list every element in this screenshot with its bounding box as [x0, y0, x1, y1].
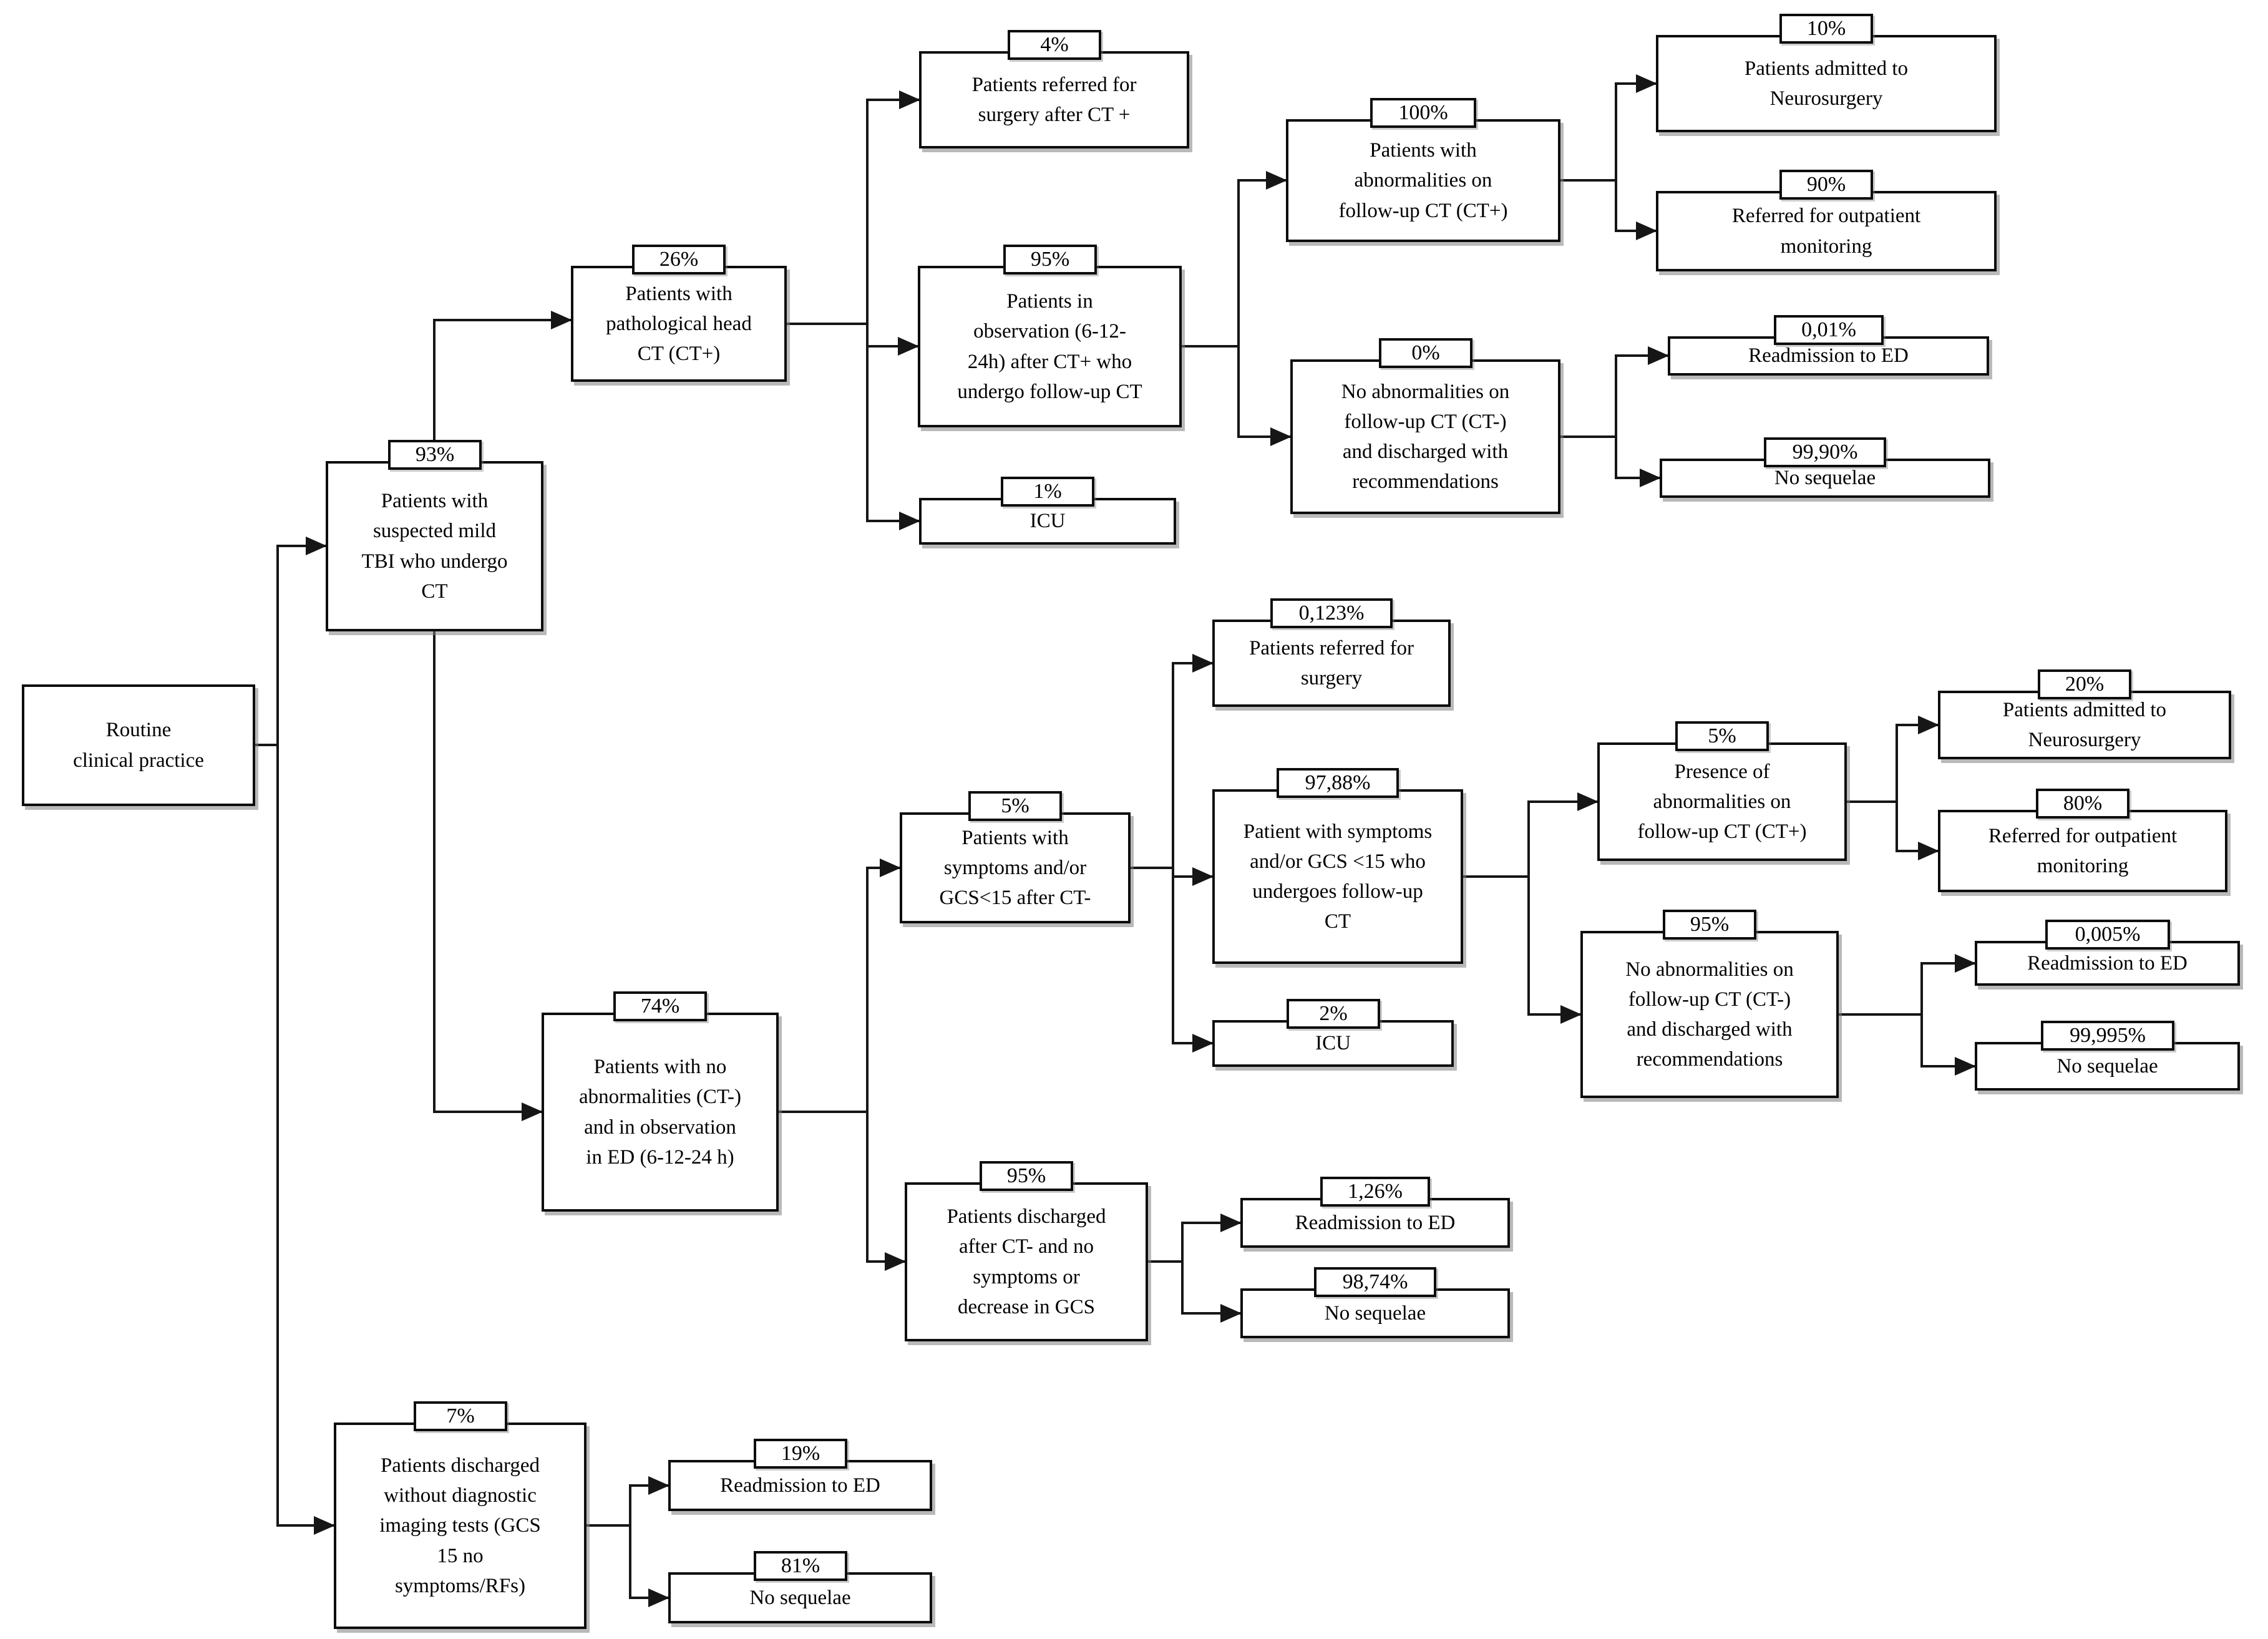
node-patient-with-symptoms-and-or-gcs-15-who-: Patient with symptoms and/or GCS <15 who… — [1212, 789, 1463, 964]
node-patients-with-abnormalities-on-follow-up: Patients with abnormalities on follow-up… — [1286, 119, 1560, 242]
node-patients-referred-for-surgery-after-ct: Patients referred for surgery after CT + — [919, 51, 1189, 148]
percent-badge-n95noabn: 95% — [1663, 910, 1756, 940]
percent-badge-n0: 0% — [1379, 338, 1472, 368]
percent-badge-n1icu: 1% — [1001, 477, 1094, 507]
node-patients-with-no-abnormalities-ct-and-in: Patients with no abnormalities (CT-) and… — [542, 1013, 779, 1212]
node-routine-clinical-practice: Routine clinical practice — [22, 684, 255, 806]
percent-badge-n90: 90% — [1779, 170, 1873, 200]
percent-badge-n7: 7% — [414, 1401, 507, 1431]
node-patients-admitted-to-neurosurgery: Patients admitted to Neurosurgery — [1938, 691, 2231, 759]
percent-badge-n93: 93% — [388, 440, 482, 470]
connector-n74-n5sym — [779, 858, 901, 1113]
percent-badge-n126: 1,26% — [1320, 1177, 1430, 1207]
percent-badge-n5sym: 5% — [968, 791, 1062, 821]
node-referred-for-outpatient-monitoring: Referred for outpatient monitoring — [1938, 810, 2227, 892]
node-patients-referred-for-surgery: Patients referred for surgery — [1212, 620, 1451, 707]
connector-n95obs-n0 — [1182, 345, 1292, 446]
percent-badge-n001: 0,01% — [1774, 315, 1884, 345]
percent-badge-n4: 4% — [1008, 30, 1101, 60]
connector-n7-n19 — [586, 1476, 669, 1527]
connector-n93-n26 — [433, 311, 572, 441]
connector-root-n7 — [255, 744, 335, 1535]
percent-badge-n99995: 99,995% — [2041, 1021, 2174, 1051]
percent-badge-n80: 80% — [2036, 789, 2129, 819]
percent-badge-n9874: 98,74% — [1314, 1267, 1436, 1297]
connector-n74-n95dis — [779, 1111, 906, 1271]
percent-badge-n19: 19% — [754, 1439, 847, 1469]
connector-n0-n9990 — [1560, 435, 1661, 487]
percent-badge-n81: 81% — [754, 1551, 847, 1581]
node-patients-discharged-without-diagnostic-i: Patients discharged without diagnostic i… — [334, 1423, 586, 1629]
percent-badge-n9990: 99,90% — [1764, 437, 1886, 467]
percent-badge-n0005: 0,005% — [2045, 920, 2170, 950]
connector-n26-n1icu — [787, 323, 920, 530]
percent-badge-n95obs: 95% — [1003, 245, 1097, 275]
node-referred-for-outpatient-monitoring: Referred for outpatient monitoring — [1656, 191, 1997, 271]
percent-badge-n74: 74% — [613, 991, 707, 1021]
connector-n0-n001 — [1560, 346, 1669, 438]
node-patients-in-observation-6-12-24h-after-c: Patients in observation (6-12- 24h) afte… — [918, 266, 1182, 427]
connector-n7-n81 — [586, 1524, 669, 1607]
connector-n26-n4 — [787, 90, 920, 325]
percent-badge-n5pres: 5% — [1675, 721, 1769, 751]
connector-n93-n74 — [433, 631, 543, 1121]
connector-n95noabn-n99995 — [1839, 1013, 1976, 1076]
connector-n95noabn-n0005 — [1839, 954, 1976, 1016]
percent-badge-n20: 20% — [2038, 669, 2131, 699]
percent-badge-n9788: 97,88% — [1277, 768, 1399, 798]
node-no-abnormalities-on-follow-up-ct-ct-and-: No abnormalities on follow-up CT (CT-) a… — [1580, 931, 1839, 1098]
connector-n5sym-n0123 — [1131, 654, 1214, 869]
connector-n5pres-n80 — [1847, 800, 1939, 860]
connector-n5pres-n20 — [1847, 716, 1939, 803]
node-no-abnormalities-on-follow-up-ct-ct-and-: No abnormalities on follow-up CT (CT-) a… — [1290, 359, 1560, 514]
connector-n95dis-n126 — [1148, 1213, 1242, 1263]
connector-root-n93 — [255, 537, 327, 746]
connector-n9788-n5pres — [1463, 792, 1599, 878]
node-patients-with-suspected-mild-tbi-who-und: Patients with suspected mild TBI who und… — [326, 461, 543, 631]
connector-n100-n10 — [1560, 74, 1657, 182]
percent-badge-n26: 26% — [632, 245, 726, 275]
connector-n5sym-n9788 — [1131, 867, 1214, 886]
percent-badge-n2icu: 2% — [1287, 999, 1380, 1029]
percent-badge-n0123: 0,123% — [1270, 598, 1393, 628]
node-patients-with-pathological-head-ct-ct: Patients with pathological head CT (CT+) — [571, 266, 787, 382]
percent-badge-n100: 100% — [1370, 98, 1476, 128]
node-patients-with-symptoms-and-or-gcs-15-aft: Patients with symptoms and/or GCS<15 aft… — [900, 812, 1131, 923]
node-presence-of-abnormalities-on-follow-up-c: Presence of abnormalities on follow-up C… — [1597, 742, 1847, 861]
connector-n95obs-n100 — [1182, 171, 1287, 348]
node-patients-admitted-to-neurosurgery: Patients admitted to Neurosurgery — [1656, 35, 1997, 132]
connector-n9788-n95noabn — [1463, 875, 1582, 1024]
connector-n95dis-n9874 — [1148, 1260, 1242, 1323]
percent-badge-n10: 10% — [1779, 14, 1873, 44]
connector-n26-n95obs — [787, 323, 919, 356]
connector-n100-n90 — [1560, 179, 1657, 240]
percent-badge-n95dis: 95% — [980, 1161, 1073, 1191]
node-patients-discharged-after-ct-and-no-symp: Patients discharged after CT- and no sym… — [905, 1182, 1148, 1341]
connector-n5sym-n2icu — [1131, 867, 1214, 1053]
